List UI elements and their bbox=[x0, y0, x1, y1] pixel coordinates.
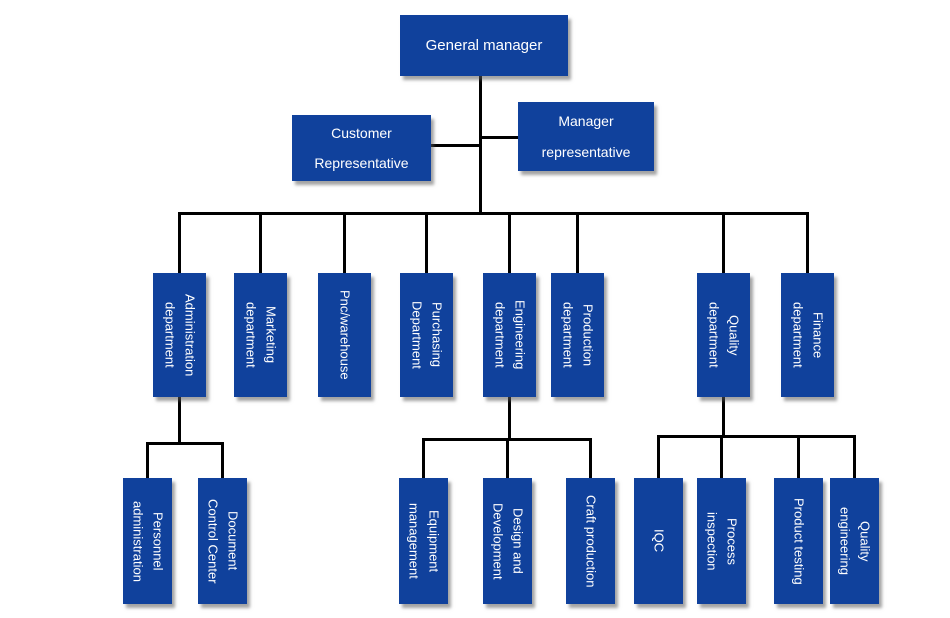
node-engineering-department: Engineering department bbox=[483, 273, 536, 397]
node-finance-department: Finance department bbox=[781, 273, 834, 397]
node-label: Product testing bbox=[791, 497, 807, 585]
drop-iqc bbox=[657, 435, 660, 482]
drop-craft-production bbox=[589, 438, 592, 482]
node-administration-department: Administration department bbox=[153, 273, 206, 397]
node-label: Purchasing Department bbox=[409, 301, 445, 369]
administration-child-bus bbox=[146, 442, 224, 445]
node-label: Engineering department bbox=[492, 300, 528, 370]
node-manager-representative: Manager representative bbox=[518, 102, 654, 171]
node-pnc-warehouse: Pnc/warehouse bbox=[318, 273, 371, 397]
drop-production bbox=[576, 212, 579, 276]
node-label: Pnc/warehouse bbox=[337, 290, 353, 380]
node-product-testing: Product testing bbox=[774, 478, 823, 604]
node-craft-production: Craft production bbox=[566, 478, 615, 604]
node-label: Marketing department bbox=[243, 302, 279, 368]
node-label: Process inspection bbox=[704, 511, 740, 571]
node-label: General manager bbox=[425, 37, 543, 54]
drop-engineering bbox=[508, 212, 511, 276]
node-label: Manager representative bbox=[541, 113, 631, 160]
node-document-control-center: Document Control Center bbox=[198, 478, 247, 604]
drop-purchasing bbox=[425, 212, 428, 276]
node-label: Quality department bbox=[706, 302, 742, 368]
drop-finance bbox=[806, 212, 809, 276]
node-label: Personnel administration bbox=[130, 500, 166, 582]
node-process-inspection: Process inspection bbox=[697, 478, 746, 604]
node-label: Equipment management bbox=[406, 503, 442, 579]
node-customer-representative: Customer Representative bbox=[292, 115, 431, 181]
node-production-department: Production department bbox=[551, 273, 604, 397]
node-quality-department: Quality department bbox=[697, 273, 750, 397]
department-bus-line bbox=[178, 212, 809, 215]
node-design-and-development: Design and Development bbox=[483, 478, 532, 604]
manager-representative-connector bbox=[480, 136, 519, 139]
trunk-line bbox=[479, 76, 482, 215]
node-label: Production department bbox=[560, 302, 596, 368]
node-purchasing-department: Purchasing Department bbox=[400, 273, 453, 397]
quality-child-bus bbox=[657, 435, 856, 438]
drop-pnc-warehouse bbox=[343, 212, 346, 276]
drop-administration bbox=[178, 212, 181, 276]
drop-equipment-management bbox=[422, 438, 425, 482]
engineering-child-trunk bbox=[508, 396, 511, 441]
customer-representative-connector bbox=[430, 144, 480, 147]
node-personnel-administration: Personnel administration bbox=[123, 478, 172, 604]
node-general-manager: General manager bbox=[400, 15, 568, 76]
drop-design-and-development bbox=[506, 438, 509, 482]
administration-child-trunk bbox=[178, 396, 181, 445]
drop-product-testing bbox=[797, 435, 800, 482]
drop-quality-engineering bbox=[853, 435, 856, 482]
drop-personnel-administration bbox=[146, 442, 149, 482]
node-label: Craft production bbox=[583, 494, 599, 588]
node-marketing-department: Marketing department bbox=[234, 273, 287, 397]
node-iqc: IQC bbox=[634, 478, 683, 604]
node-quality-engineering: Quality engineering bbox=[830, 478, 879, 604]
node-equipment-management: Equipment management bbox=[399, 478, 448, 604]
drop-marketing bbox=[259, 212, 262, 276]
node-label: Administration department bbox=[162, 293, 198, 377]
drop-document-control-center bbox=[221, 442, 224, 482]
node-label: Design and Development bbox=[490, 502, 526, 580]
node-label: IQC bbox=[651, 529, 667, 553]
drop-quality bbox=[722, 212, 725, 276]
node-label: Customer Representative bbox=[314, 124, 409, 171]
quality-child-trunk bbox=[722, 396, 725, 438]
node-label: Quality engineering bbox=[837, 507, 873, 575]
node-label: Finance department bbox=[790, 302, 826, 368]
node-label: Document Control Center bbox=[205, 498, 241, 584]
drop-process-inspection bbox=[720, 435, 723, 482]
